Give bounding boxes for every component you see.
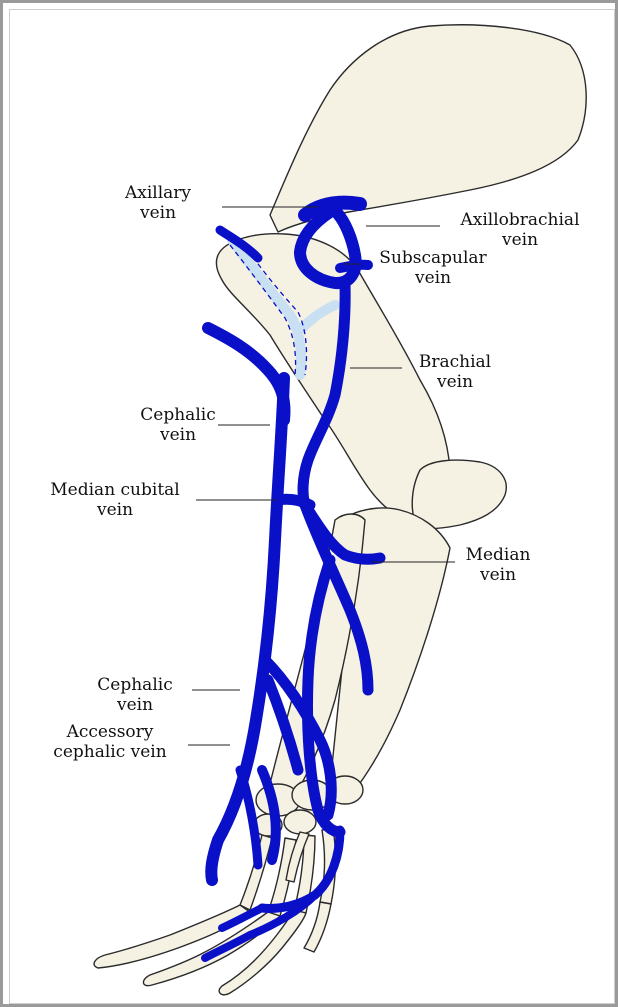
label-axillary-vein: Axillary vein [108,183,208,223]
paw-vein-1 [240,770,258,865]
label-subscapular-vein: Subscapular vein [358,248,508,288]
label-accessory-cephalic-vein: Accessory cephalic vein [30,722,190,762]
phalanges [94,902,331,995]
label-axillobrachial-vein: Axillobrachial vein [440,210,600,250]
label-median-cubital-vein: Median cubital vein [30,480,200,520]
label-cephalic-vein-upper: Cephalic vein [128,405,228,445]
olecranon [412,460,506,529]
label-cephalic-vein-lower: Cephalic vein [80,675,190,715]
label-median-vein: Median vein [448,545,548,585]
label-brachial-vein: Brachial vein [400,352,510,392]
